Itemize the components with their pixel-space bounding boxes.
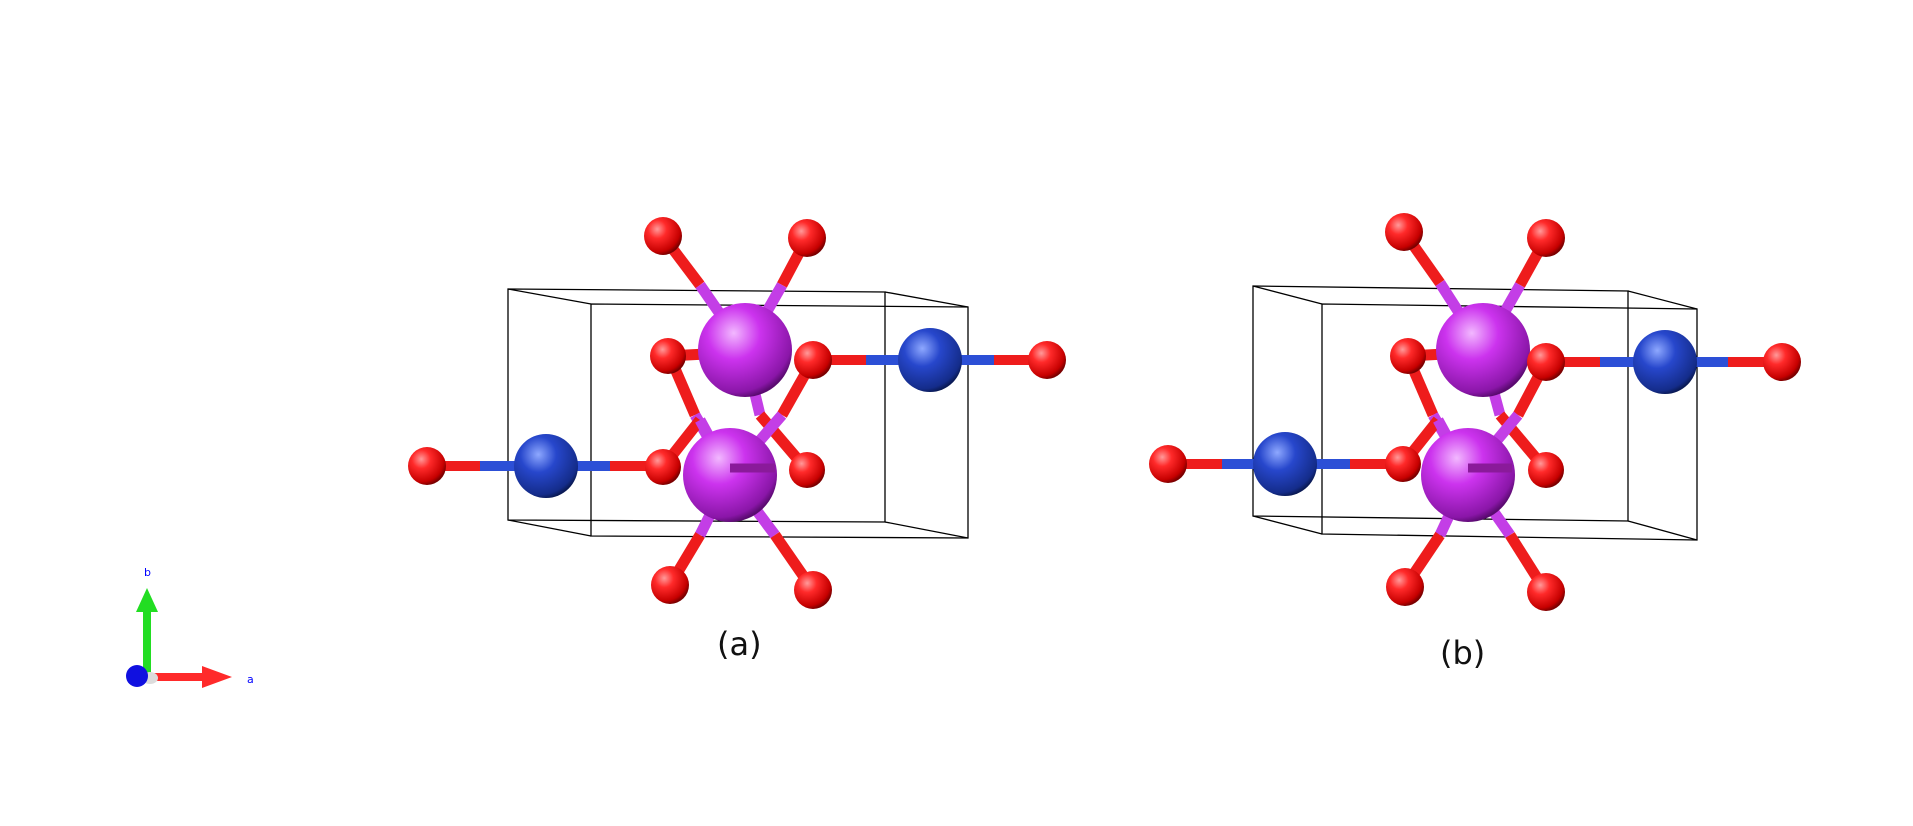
blue-atom [1253, 432, 1317, 496]
magenta-atom [683, 428, 777, 522]
axis-label-b: b [144, 566, 151, 579]
oxygen-atom [1527, 343, 1565, 381]
b-axis-arrow [136, 588, 158, 677]
blue-atom [514, 434, 578, 498]
oxygen-atom [645, 449, 681, 485]
oxygen-atom [788, 219, 826, 257]
magenta-atom [1436, 303, 1530, 397]
magenta-atom [1421, 428, 1515, 522]
oxygen-atom [644, 217, 682, 255]
oxygen-atom [794, 571, 832, 609]
blue-atom [1633, 330, 1697, 394]
oxygen-atom [1390, 338, 1426, 374]
magenta-atom [698, 303, 792, 397]
oxygen-atom [408, 447, 446, 485]
oxygen-atom [1385, 446, 1421, 482]
oxygen-atom [650, 338, 686, 374]
oxygen-atom [1149, 445, 1187, 483]
oxygen-atom [651, 566, 689, 604]
oxygen-atom [1763, 343, 1801, 381]
structure-panel-b [1149, 213, 1801, 611]
oxygen-atom [789, 452, 825, 488]
panel-label-b: (b) [1440, 634, 1486, 672]
oxygen-atom [1028, 341, 1066, 379]
structure-panel-a [408, 217, 1066, 609]
unit-cell-b [1252, 285, 1698, 541]
unit-cell-a [507, 288, 969, 539]
oxygen-atom [1528, 452, 1564, 488]
oxygen-atom [1527, 573, 1565, 611]
axis-triad [126, 588, 232, 688]
panel-label-a: (a) [717, 625, 762, 663]
axis-label-a: a [247, 673, 254, 686]
blue-atom [898, 328, 962, 392]
c-axis-dot [126, 665, 148, 687]
oxygen-atom [1386, 568, 1424, 606]
oxygen-atom [1385, 213, 1423, 251]
a-axis-arrow [140, 666, 232, 688]
oxygen-atom [794, 341, 832, 379]
oxygen-atom [1527, 219, 1565, 257]
